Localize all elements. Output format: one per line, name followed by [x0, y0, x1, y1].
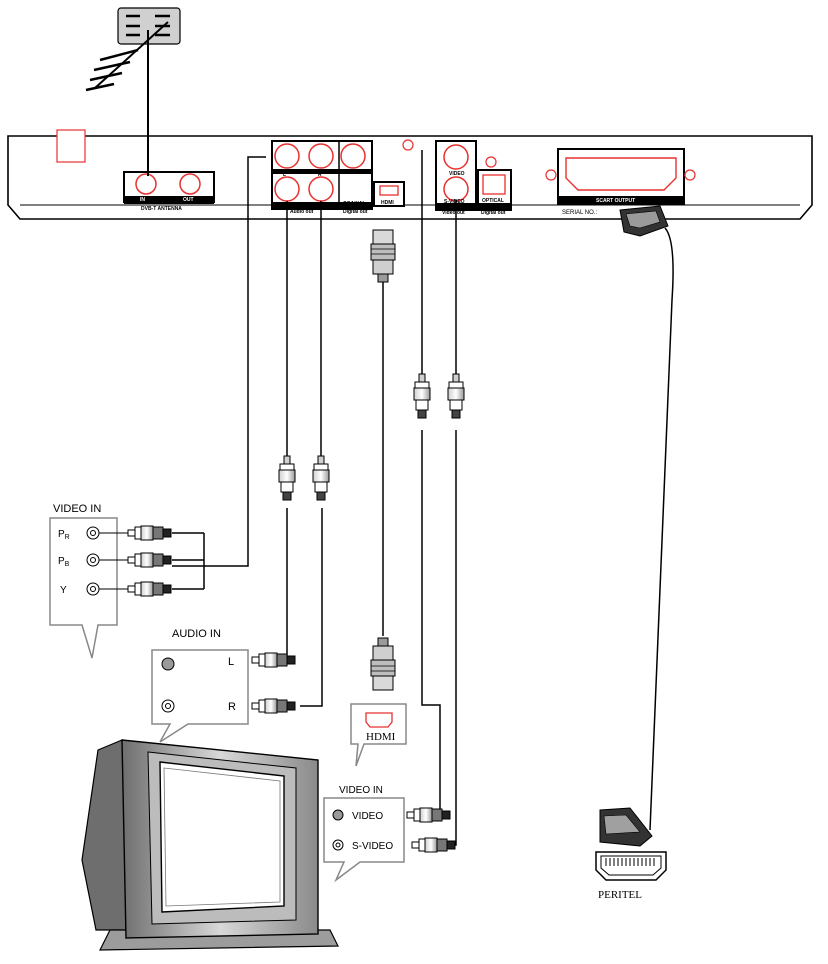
audio-in-callout: AUDIO IN L R [151, 628, 249, 743]
rca-plug-icon [127, 581, 172, 597]
svg-text:PB: PB [58, 556, 70, 568]
audio-r-cable-bottom [300, 508, 323, 707]
hdmi-plug-icon [370, 229, 396, 283]
digital-out-label-2: Digital out [481, 210, 506, 216]
video-in-callout: VIDEO IN VIDEO S-VIDEO [323, 785, 405, 883]
scart-port-group: SCART OUTPUT SERIAL NO.: [545, 148, 696, 216]
peritel-socket-icon: PERITEL [595, 851, 667, 901]
svideo-port-label: S-VIDEO [444, 199, 465, 205]
screw-hole-2 [485, 156, 497, 168]
peritel-label: PERITEL [598, 889, 642, 901]
y-label: Y [60, 585, 67, 596]
optical-label: OPTICAL [482, 198, 504, 204]
rca-plug-icon [251, 698, 296, 714]
antenna-section-label: DVB-T ANTENNA [141, 206, 182, 212]
rca-plug-icon [278, 455, 296, 501]
rca-plug-icon [251, 652, 296, 668]
pr-label: P [58, 529, 65, 540]
rca-plug-icon [447, 373, 465, 419]
audio-out-label: Audio out [290, 209, 314, 215]
audio-port-group: L R COAXIAL Audio out Digital out [271, 140, 373, 215]
rca-plug-icon [312, 455, 330, 501]
svideo-in-label: S-VIDEO [352, 841, 393, 852]
pb-label: P [58, 556, 65, 567]
tv-icon [81, 739, 339, 951]
hdmi-port-label: HDMI [381, 200, 394, 206]
video-in-label: VIDEO [352, 811, 383, 822]
antenna-in-label: IN [140, 197, 145, 203]
scart-cable [649, 227, 674, 831]
video-port-label: VIDEO [449, 171, 465, 177]
screw-hole [402, 139, 414, 151]
hdmi-callout: HDMI [350, 703, 407, 767]
svideo-cable-bottom [430, 430, 457, 846]
hdmi-port: HDMI [373, 181, 405, 207]
component-video-in-title: VIDEO IN [53, 503, 101, 515]
audio-l-port-label: L [283, 172, 286, 178]
cables [172, 150, 674, 846]
antenna-out-label: OUT [183, 197, 194, 203]
scart-output-label: SCART OUTPUT [596, 198, 635, 204]
hdmi-plug-icon [370, 637, 396, 691]
hdmi-in-label: HDMI [366, 731, 396, 743]
component-video-in-callout: VIDEO IN PR PB Y [49, 503, 128, 659]
antenna-icon [85, 7, 181, 176]
rca-plug-icon [406, 807, 451, 823]
audio-r-port-label: R [318, 172, 322, 178]
rca-plug-icon [127, 552, 172, 568]
audio-in-r-label: R [228, 701, 236, 713]
scart-plug-icon [599, 807, 653, 847]
svg-text:PR: PR [58, 529, 70, 541]
video-out-label: Video out [442, 210, 465, 216]
rca-plug-icon [411, 837, 456, 853]
digital-out-label-1: Digital out [343, 209, 368, 215]
scart-plug-icon [619, 205, 669, 237]
video-in-title: VIDEO IN [339, 785, 383, 796]
video-cable-bottom [421, 430, 441, 816]
serial-no-label: SERIAL NO.: [562, 210, 597, 216]
coaxial-label: COAXIAL [343, 201, 366, 207]
rca-plug-icon [127, 525, 172, 541]
antenna-port-group: IN OUT DVB-T ANTENNA [123, 171, 215, 212]
power-socket [56, 129, 86, 163]
audio-in-l-label: L [228, 656, 234, 668]
video-port-group: VIDEO S-VIDEO Video out OPTICAL Digital … [435, 140, 512, 216]
audio-in-title: AUDIO IN [172, 628, 221, 640]
component-cable [172, 156, 266, 567]
rca-plug-icon [413, 373, 431, 419]
